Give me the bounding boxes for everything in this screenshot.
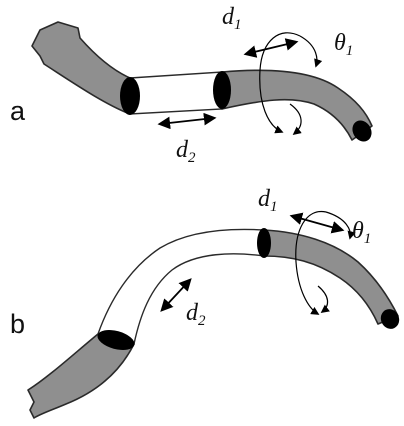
panel-a-inner-tube — [221, 69, 373, 141]
panel-a: a d1 θ1 d2 — [10, 4, 373, 166]
panel-a-tip — [352, 120, 372, 142]
panel-a-middle-tube — [129, 71, 223, 115]
panel-b-theta1-label: θ1 — [352, 218, 371, 247]
panel-a-d2-arrow — [157, 112, 217, 130]
panel-b-rotation-arrow-low — [317, 285, 330, 314]
panel-b-middle-tube — [97, 228, 265, 345]
panel-b: b d1 θ1 d2 — [10, 186, 400, 419]
panel-a-d1-label: d1 — [222, 4, 242, 33]
panel-b-joint-lower — [97, 330, 135, 350]
panel-a-rotation-arrow-tail — [299, 35, 323, 68]
panel-a-outer-tube — [31, 21, 131, 115]
panel-a-joint-left — [120, 77, 140, 115]
panel-a-label: a — [10, 96, 26, 126]
panel-a-d2-label: d2 — [176, 137, 196, 166]
panel-b-rotation-arrow — [295, 211, 327, 315]
panel-a-rotation-arrow-low — [289, 103, 302, 136]
panel-b-tip — [380, 309, 400, 329]
panel-b-rotation-arrow-tail — [325, 211, 356, 240]
panel-b-d2-arrow — [160, 278, 192, 312]
panel-a-theta1-label: θ1 — [334, 30, 353, 59]
panel-a-rotation-arrow — [259, 32, 301, 134]
panel-b-outer-tube — [27, 333, 135, 419]
panel-b-joint-upper — [257, 228, 271, 258]
panel-b-d2-label: d2 — [186, 300, 206, 329]
panel-b-d1-label: d1 — [258, 186, 278, 215]
panel-b-inner-tube — [263, 229, 399, 325]
panel-b-label: b — [10, 309, 25, 339]
panel-b-d1-arrow — [289, 212, 345, 234]
panel-a-d1-arrow — [243, 38, 299, 58]
panel-a-joint-right — [213, 71, 231, 109]
